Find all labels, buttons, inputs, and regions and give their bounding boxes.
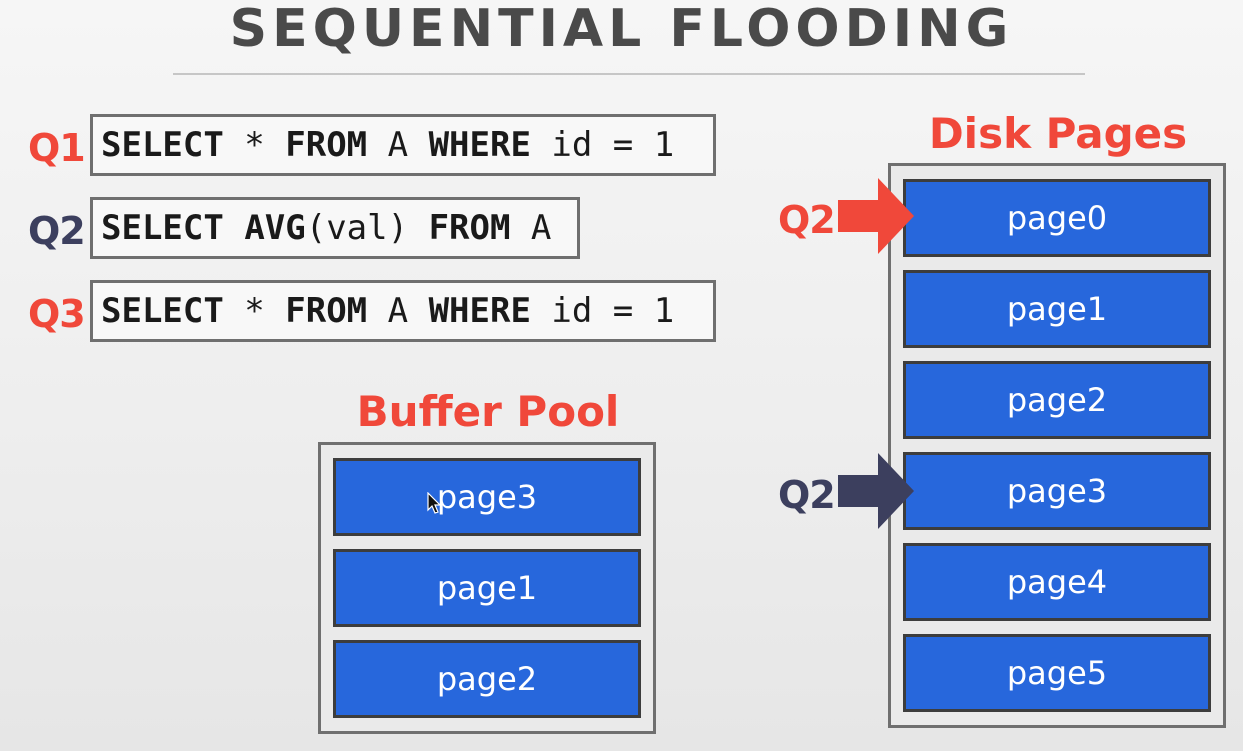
query-token bbox=[224, 208, 244, 248]
query-token: AVG bbox=[244, 208, 306, 248]
query-token: A bbox=[510, 208, 552, 248]
mouse-pointer-icon bbox=[427, 492, 442, 514]
pointer-label: Q2 bbox=[778, 473, 836, 517]
disk-page: page2 bbox=[903, 361, 1211, 439]
pointer-label: Q2 bbox=[778, 198, 836, 242]
query-label-q2: Q2 bbox=[28, 209, 86, 253]
buffer-pool-page: page2 bbox=[333, 640, 641, 718]
query-token: A bbox=[367, 291, 429, 331]
pointer-arrow-red-shape bbox=[838, 178, 914, 254]
pointer-arrow-navy-shape bbox=[838, 453, 914, 529]
query-token: (val) bbox=[305, 208, 429, 248]
title-divider bbox=[173, 73, 1085, 75]
disk-page: page5 bbox=[903, 634, 1211, 712]
query-token: id = 1 bbox=[530, 125, 675, 165]
slide-title: SEQUENTIAL FLOODING bbox=[229, 0, 1014, 59]
query-token: SELECT bbox=[101, 125, 224, 165]
query-box-q1: SELECT * FROM A WHERE id = 1 bbox=[90, 114, 716, 176]
disk-pages-heading: Disk Pages bbox=[928, 109, 1188, 158]
disk-page: page0 bbox=[903, 179, 1211, 257]
query-label-q1: Q1 bbox=[28, 126, 86, 170]
disk-page: page4 bbox=[903, 543, 1211, 621]
query-token: * bbox=[223, 291, 286, 331]
buffer-pool-page: page3 bbox=[333, 458, 641, 536]
disk-page: page1 bbox=[903, 270, 1211, 348]
disk-page: page3 bbox=[903, 452, 1211, 530]
buffer-pool-heading: Buffer Pool bbox=[356, 387, 620, 436]
buffer-pool-page: page1 bbox=[333, 549, 641, 627]
query-token: WHERE bbox=[428, 291, 531, 331]
query-token: FROM bbox=[428, 208, 511, 248]
query-box-q3: SELECT * FROM A WHERE id = 1 bbox=[90, 280, 716, 342]
query-token: FROM bbox=[285, 291, 368, 331]
query-label-q3: Q3 bbox=[28, 292, 86, 336]
disk-pages-frame bbox=[888, 163, 1226, 728]
query-token: A bbox=[367, 125, 429, 165]
pointer-arrow-navy bbox=[838, 453, 914, 529]
mouse-pointer-shape bbox=[427, 492, 442, 514]
query-box-q2: SELECT AVG(val) FROM A bbox=[90, 197, 580, 259]
query-token: * bbox=[223, 125, 286, 165]
query-token: id = 1 bbox=[530, 291, 675, 331]
query-token: FROM bbox=[285, 125, 368, 165]
query-token: SELECT bbox=[101, 208, 224, 248]
query-token: WHERE bbox=[428, 125, 531, 165]
query-token: SELECT bbox=[101, 291, 224, 331]
pointer-arrow-red bbox=[838, 178, 914, 254]
